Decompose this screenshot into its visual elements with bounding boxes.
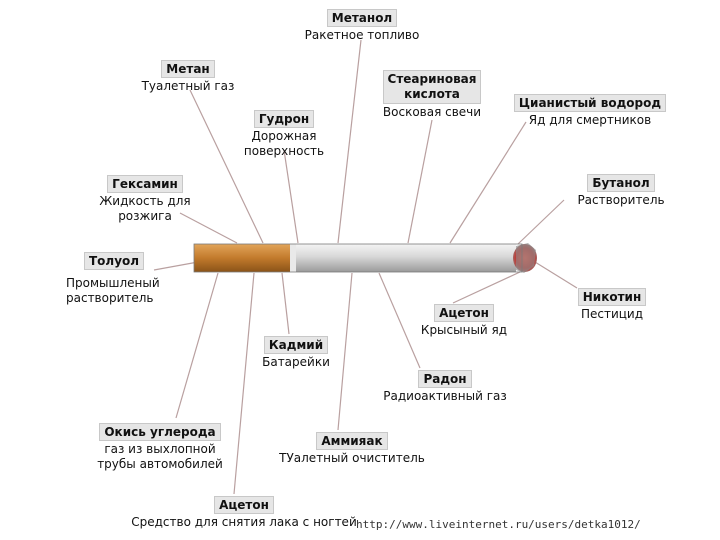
leader-line-aceton-right: [452, 271, 521, 304]
label-gudron: Гудрон Дорожная поверхность: [224, 108, 344, 159]
chemical-use: Восковая свечи: [382, 105, 482, 119]
cigarette-ash: [516, 243, 536, 273]
label-kadmiy: Кадмий Батарейки: [246, 334, 346, 370]
leader-line-ammiak: [337, 272, 353, 431]
leader-line-geksamin: [179, 212, 238, 244]
chemical-use: Дорожная поверхность: [243, 129, 325, 158]
label-hydrogen-cyanide: Цианистый водород Яд для смертников: [500, 92, 680, 128]
chemical-use: Пестицид: [580, 307, 644, 321]
chemical-use: Растворитель: [577, 193, 665, 207]
chemical-name: Ацетон: [214, 496, 274, 514]
label-ammiak: Аммияак ТУалетный очиститель: [252, 430, 452, 466]
label-metanol: Метанол Ракетное топливо: [282, 7, 442, 43]
chemical-use: Жидкость для розжига: [99, 194, 191, 223]
chemical-use: Яд для смертников: [528, 113, 652, 127]
label-geksamin: Гексамин Жидкость для розжига: [80, 173, 210, 224]
chemical-name: Аммияак: [316, 432, 388, 450]
chemical-name: Стеариновая кислота: [382, 70, 482, 104]
cigarette-outline: [193, 243, 523, 273]
label-radon: Радон Радиоактивный газ: [360, 368, 530, 404]
label-nikotin: Никотин Пестицид: [556, 286, 668, 322]
chemical-name: Окись углерода: [99, 423, 221, 441]
chemical-use: Крысыный яд: [420, 323, 508, 337]
label-metan: Метан Туалетный газ: [118, 58, 258, 94]
chemical-use: Средство для снятия лака с ногтей: [131, 515, 357, 529]
chemical-use: Туалетный газ: [141, 79, 235, 93]
chemical-name: Гудрон: [253, 110, 315, 128]
leader-lines: [153, 39, 578, 495]
cigarette-illustration: [193, 243, 537, 273]
chemical-name: Цианистый водород: [513, 94, 667, 112]
chemical-name: Толуол: [84, 252, 145, 270]
leader-line-co: [175, 272, 219, 419]
label-stearic-acid: Стеариновая кислота Восковая свечи: [362, 70, 502, 120]
chemical-name: Метан: [161, 60, 215, 78]
leader-line-metan: [189, 89, 264, 244]
leader-line-radon: [378, 272, 421, 369]
leader-line-toluol: [153, 261, 199, 271]
leader-line-stearic: [407, 119, 433, 244]
chemical-use: Батарейки: [262, 355, 330, 369]
label-butanol: Бутанол Растворитель: [556, 172, 686, 208]
chemical-use: ТУалетный очиститель: [279, 451, 425, 465]
cigarette-filter-band: [290, 244, 296, 272]
watermark-url: http://www.liveinternet.ru/users/detka10…: [356, 518, 641, 531]
leader-line-kadmiy: [281, 272, 290, 335]
leader-line-gudron: [283, 149, 299, 244]
chemical-use: Ракетное топливо: [304, 28, 420, 42]
leader-line-aceton-bottom: [233, 272, 255, 495]
chemical-use: газ из выхлопной трубы автомобилей: [97, 442, 223, 471]
chemical-name: Радон: [418, 370, 472, 388]
leader-line-metanol: [337, 39, 362, 244]
label-aceton-right: Ацетон Крысыный яд: [408, 302, 520, 338]
leader-line-hcn: [449, 121, 527, 244]
chemical-name: Бутанол: [587, 174, 655, 192]
cigarette-paper: [292, 244, 516, 272]
chemical-use: Радиоактивный газ: [383, 389, 507, 403]
chemical-name: Никотин: [577, 288, 647, 306]
label-aceton-bottom: Ацетон Средство для снятия лака с ногтей: [94, 494, 394, 530]
label-carbon-monoxide: Окись углерода газ из выхлопной трубы ав…: [70, 421, 250, 472]
chemical-name: Гексамин: [107, 175, 183, 193]
leader-line-nikotin: [534, 261, 578, 289]
chemical-use: Промышленый растворитель: [66, 276, 160, 305]
leader-line-butanol: [517, 199, 565, 245]
chemical-name: Кадмий: [263, 336, 329, 354]
cigarette-filter: [194, 244, 294, 272]
chemical-name: Ацетон: [434, 304, 494, 322]
chemical-name: Метанол: [326, 9, 398, 27]
label-toluol: Толуол Промышленый растворитель: [58, 250, 188, 306]
